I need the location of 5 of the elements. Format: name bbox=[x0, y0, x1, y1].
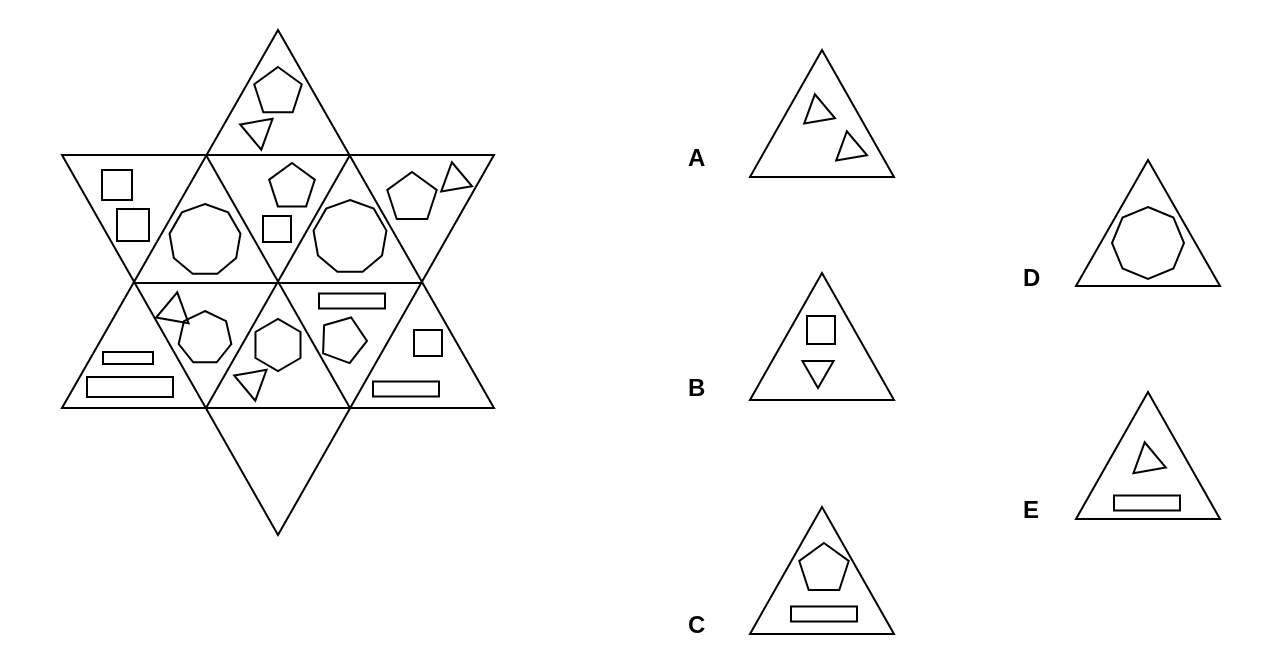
option-letter: B bbox=[688, 376, 706, 400]
option-letter: E bbox=[1023, 498, 1039, 522]
option-letter: A bbox=[688, 146, 706, 170]
option-letter: C bbox=[688, 613, 706, 637]
option-letter: D bbox=[1023, 266, 1041, 290]
